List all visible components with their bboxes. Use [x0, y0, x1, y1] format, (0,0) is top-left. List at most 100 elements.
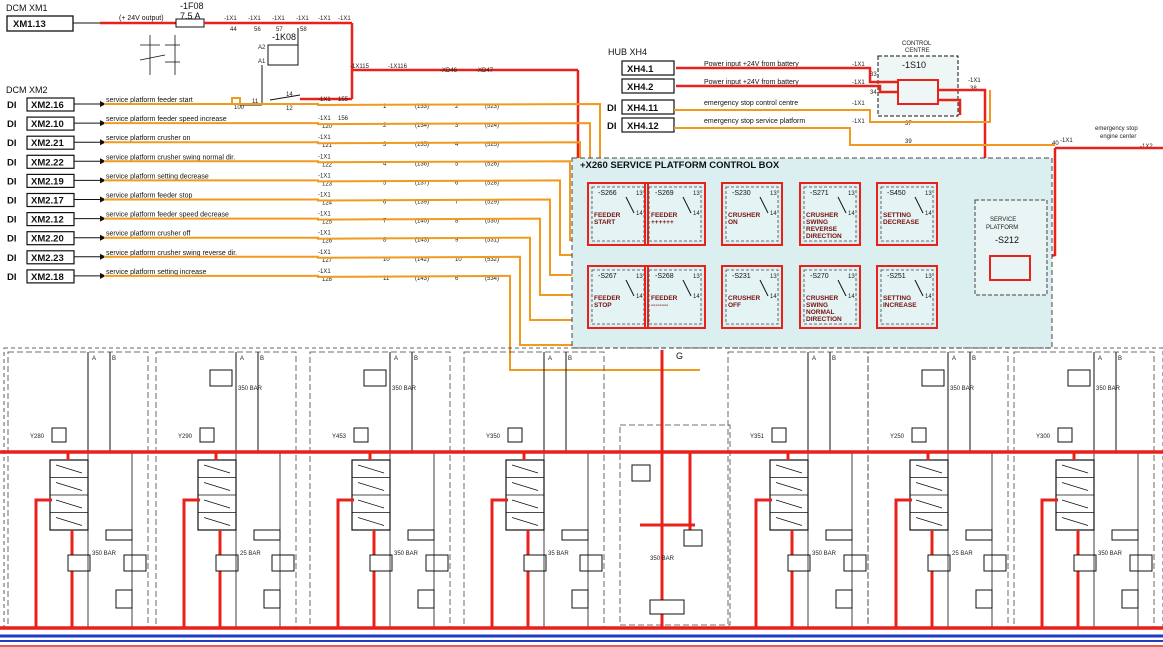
- svg-text:14: 14: [848, 211, 855, 217]
- pressure-label: 350 BAR: [92, 551, 117, 557]
- x1-115-label: -1X115: [350, 64, 370, 70]
- svg-text:14: 14: [925, 294, 932, 300]
- wire-number: 126: [322, 239, 333, 245]
- svg-text:13: 13: [693, 274, 700, 280]
- relay-coil: [267, 44, 299, 66]
- svg-text:-1X1: -1X1: [318, 16, 331, 22]
- hub-di-prefix: DI: [607, 103, 617, 114]
- switch-label: SETTING: [883, 295, 911, 302]
- xd46-label: -XD46: [440, 68, 458, 74]
- dcm-xm2-label: DCM XM2: [6, 85, 48, 95]
- filter-icon: [263, 589, 281, 609]
- svg-text:A1: A1: [258, 59, 266, 65]
- terminal-id: XM2.20: [31, 234, 64, 245]
- port-b-label: B: [972, 356, 976, 362]
- x1-label: -1X1: [318, 250, 331, 256]
- fuse-symbol: [175, 18, 205, 28]
- x1-label: -1X1: [318, 116, 331, 122]
- filter-icon: [1121, 589, 1139, 609]
- switch-contact-icon: [837, 279, 847, 297]
- hub-terminal-box: [621, 60, 675, 76]
- pressure-branch: [1040, 498, 1058, 628]
- connector-ref-2: (526): [485, 161, 499, 167]
- top-terminals: -1X1 -1X1 -1X1 -1X1 -1X1 -1X1 44 56 57 5…: [224, 16, 351, 33]
- hub-terminal-id: XH4.2: [627, 82, 653, 93]
- relief-valve: [271, 554, 295, 572]
- valve-id: Y250: [890, 434, 905, 440]
- control-centre-title-1: CONTROL: [902, 41, 932, 47]
- relief-valve: [215, 554, 239, 572]
- pressure-branch: [754, 498, 772, 628]
- svg-text:12: 12: [286, 106, 293, 112]
- svg-text:14: 14: [693, 294, 700, 300]
- connector-ref-2: (525): [485, 142, 499, 148]
- solenoid-icon: [199, 427, 215, 443]
- wire-number: 125: [322, 220, 333, 226]
- control-centre-title-2: CENTRE: [905, 48, 930, 54]
- svg-text:13: 13: [848, 274, 855, 280]
- plus24-output-label: (+ 24V output): [119, 15, 164, 22]
- switch-label: REVERSE: [806, 226, 838, 233]
- svg-text:13: 13: [636, 191, 643, 197]
- connector-pin: 1: [383, 104, 387, 110]
- arrow-icon: [100, 158, 106, 165]
- switch-contact-icon: [759, 196, 769, 214]
- connector-ref: (137): [415, 180, 429, 186]
- di-prefix: DI: [7, 176, 17, 187]
- x1-label: -1X1: [318, 231, 331, 237]
- connector-pin: 8: [383, 238, 387, 244]
- connector-pin-2: 8: [455, 219, 459, 225]
- switch-label: CRUSHER: [728, 212, 760, 219]
- switch-label: SETTING: [883, 212, 911, 219]
- svg-text:13: 13: [925, 191, 932, 197]
- switch-id: -S230: [732, 190, 751, 197]
- port-a-label: A: [812, 356, 816, 362]
- hub-x1-label: -1X1: [852, 101, 865, 107]
- relief-valve: [579, 554, 603, 572]
- connector-ref-2: (530): [485, 219, 499, 225]
- switch-contact-icon: [914, 196, 924, 214]
- svg-text:13: 13: [925, 274, 932, 280]
- port-a-label: A: [394, 356, 398, 362]
- switch-id: -S268: [655, 273, 674, 280]
- connector-ref: (135): [415, 142, 429, 148]
- switch-loop: [876, 182, 938, 246]
- switch-id: -S269: [655, 190, 674, 197]
- connector-ref: (142): [415, 257, 429, 263]
- switch-id: -S231: [732, 273, 751, 280]
- switch-label: ON: [728, 219, 738, 226]
- di-prefix: DI: [7, 100, 17, 111]
- x1-label: -1X1: [318, 97, 331, 103]
- relay-id: -1K08: [272, 32, 296, 42]
- x1-116-label: -1X116: [388, 64, 408, 70]
- filter-icon: [571, 589, 589, 609]
- switch-label: FEEDER: [594, 212, 621, 219]
- signal-wire: [104, 274, 700, 371]
- input-label: service platform feeder speed decrease: [106, 212, 229, 219]
- solenoid-icon: [51, 427, 67, 443]
- switch-loop: [799, 265, 861, 329]
- svg-text:350 BAR: 350 BAR: [1096, 386, 1121, 392]
- accumulator-icon: [209, 369, 233, 387]
- pressure-label: 25 BAR: [240, 551, 261, 557]
- filter-icon: [975, 589, 993, 609]
- terminal-id: XM2.19: [31, 176, 64, 187]
- accumulator-icon: [363, 369, 387, 387]
- wire-number: 122: [322, 162, 333, 168]
- connector-pin-2: 3: [455, 123, 459, 129]
- svg-text:-1X1: -1X1: [968, 78, 981, 84]
- hub-x1-label: -1X1: [852, 62, 865, 68]
- di-prefix: DI: [7, 196, 17, 207]
- di-prefix: DI: [7, 272, 17, 283]
- switch-label: CRUSHER: [806, 212, 838, 219]
- platform-estop-switch: [989, 255, 1031, 281]
- input-label: service platform setting increase: [106, 269, 206, 276]
